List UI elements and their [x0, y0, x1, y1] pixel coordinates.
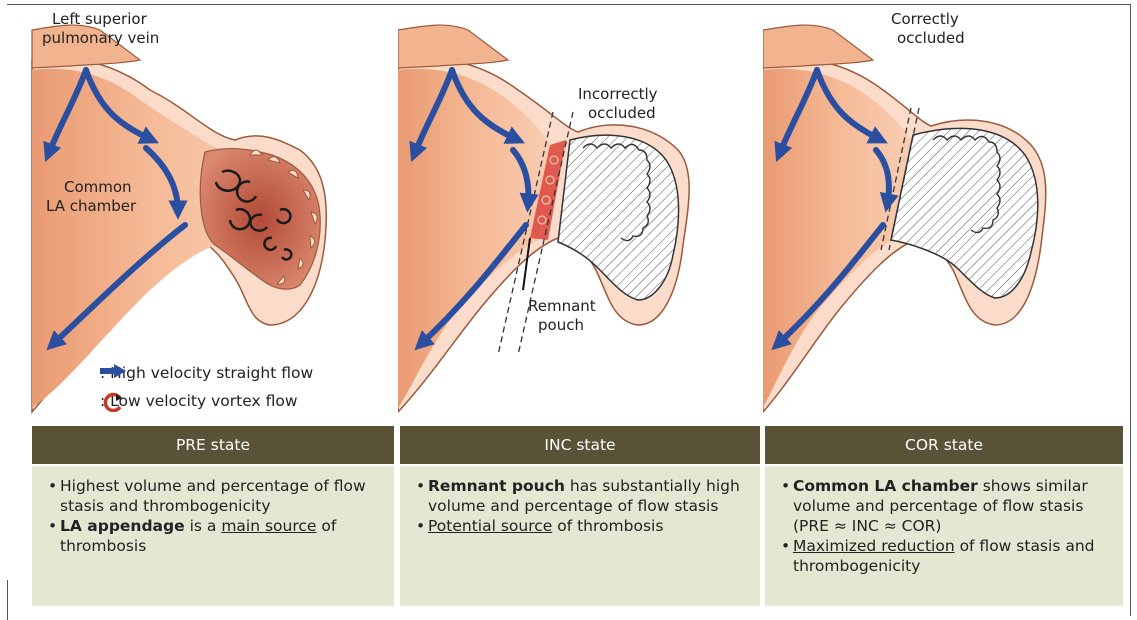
inc-bullet-2-underline: Potential source: [428, 517, 552, 535]
vortex-icon: [100, 392, 126, 412]
cor-bullet-1: Common LA chamber shows similar volume a…: [783, 476, 1109, 536]
label-correctly-2: occluded: [897, 29, 965, 47]
label-left-superior-1: Left superior: [52, 10, 147, 28]
label-left-superior-2: pulmonary vein: [42, 29, 159, 47]
cor-bullet-2: Maximized reduction of flow stasis and t…: [783, 536, 1109, 576]
label-common-2: LA chamber: [46, 197, 136, 215]
inc-bullet-1-bold: Remnant pouch: [428, 477, 565, 495]
pre-bullet-1: Highest volume and percentage of flow st…: [50, 476, 380, 516]
legend-low-label: : Low velocity vortex flow: [100, 392, 298, 410]
inc-bullet-2-after: of thrombosis: [552, 517, 663, 535]
header-pre: PRE state: [32, 426, 394, 464]
panel-pre: Left superior pulmonary vein Common LA c…: [0, 0, 395, 620]
panel-cor: Correctly occluded COR state Common LA c…: [763, 0, 1131, 620]
pre-bullet-2: LA appendage is a main source of thrombo…: [50, 516, 380, 556]
legend-high-label: : High velocity straight flow: [100, 364, 313, 382]
label-common-1: Common: [64, 178, 132, 196]
cor-bullet-2-underline: Maximized reduction: [793, 537, 955, 555]
header-inc-text: INC state: [544, 436, 615, 454]
label-incorrectly-2: occluded: [588, 104, 656, 122]
box-pre: Highest volume and percentage of flow st…: [32, 466, 394, 606]
inc-bullet-2: Potential source of thrombosis: [418, 516, 746, 536]
label-correctly-1: Correctly: [891, 10, 959, 28]
header-pre-text: PRE state: [176, 436, 250, 454]
label-remnant-1: Remnant: [528, 297, 596, 315]
box-cor: Common LA chamber shows similar volume a…: [765, 466, 1123, 606]
legend-high-velocity: : High velocity straight flow: [100, 364, 313, 382]
blue-arrow-icon: [100, 364, 126, 378]
panel-inc: Incorrectly occluded Remnant pouch INC s…: [398, 0, 760, 620]
header-cor-text: COR state: [905, 436, 983, 454]
cor-bullet-1-bold: Common LA chamber: [793, 477, 978, 495]
pre-bullet-1-text: Highest volume and percentage of flow st…: [60, 477, 366, 515]
header-cor: COR state: [765, 426, 1123, 464]
cor-heart-illustration: [763, 0, 1131, 425]
inc-heart-illustration: [398, 0, 760, 425]
label-incorrectly-1: Incorrectly: [578, 85, 658, 103]
legend-low-velocity: : Low velocity vortex flow: [100, 392, 298, 410]
box-inc: Remnant pouch has substantially high vol…: [400, 466, 760, 606]
header-inc: INC state: [400, 426, 760, 464]
pre-bullet-2-bold: LA appendage: [60, 517, 185, 535]
pre-bullet-2-underline: main source: [221, 517, 316, 535]
inc-bullet-1: Remnant pouch has substantially high vol…: [418, 476, 746, 516]
pre-bullet-2-text: is a: [185, 517, 222, 535]
label-remnant-2: pouch: [538, 316, 584, 334]
